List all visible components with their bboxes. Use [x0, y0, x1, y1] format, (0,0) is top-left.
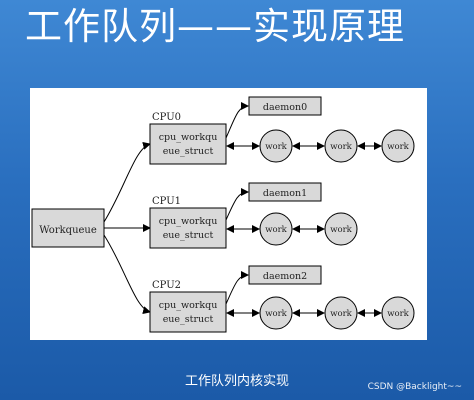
cpu1-label: CPU1: [152, 196, 181, 207]
cpu2-work-label: work: [265, 309, 287, 319]
diagram-panel: Workqueue CPU0 cpu_workqu eue_struct dae…: [30, 88, 427, 340]
cpu1-struct-box: [149, 207, 227, 249]
figure-caption: 工作队列内核实现: [184, 374, 289, 389]
csdn-watermark: CSDN @Backlight~~: [367, 382, 462, 392]
daemon1-label: daemon1: [263, 188, 307, 199]
cpu2-struct-box: [149, 291, 227, 333]
edge-workqueue-cpu0: [103, 141, 151, 223]
edge-cpu2-daemon: [225, 271, 249, 305]
edge-cpu1-daemon: [225, 188, 249, 221]
edge-cpu0-daemon: [225, 102, 249, 139]
cpu2-work-node: [381, 296, 415, 330]
slide-title: 工作队列——实现原理: [25, 5, 405, 48]
cpu2-struct-line1: cpu_workqu: [159, 300, 218, 311]
cpu2-group: CPU2 cpu_workqu eue_struct daemon2 work …: [149, 265, 415, 333]
cpu1-group: CPU1 cpu_workqu eue_struct daemon1 work …: [149, 182, 358, 249]
cpu0-struct-line2: eue_struct: [163, 146, 214, 157]
workqueue-diagram: Workqueue CPU0 cpu_workqu eue_struct dae…: [31, 96, 415, 333]
cpu2-work-label: work: [387, 309, 409, 319]
daemon2-label: daemon2: [263, 271, 307, 282]
cpu1-struct-line1: cpu_workqu: [159, 216, 218, 227]
cpu0-struct-box: [149, 123, 227, 165]
cpu0-label: CPU0: [152, 112, 181, 123]
cpu1-work-node: [324, 212, 358, 246]
cpu0-work-node: [381, 129, 415, 163]
cpu2-label: CPU2: [152, 280, 181, 291]
workqueue-node: Workqueue: [31, 208, 105, 248]
cpu1-struct-line2: eue_struct: [163, 230, 214, 241]
daemon2-box: [248, 265, 322, 285]
daemon0-box: [248, 96, 322, 116]
edge-workqueue-cpu2: [103, 234, 151, 315]
cpu0-work-label: work: [330, 142, 352, 152]
daemon0-label: daemon0: [263, 102, 307, 113]
cpu2-struct-line2: eue_struct: [163, 314, 214, 325]
cpu0-work-label: work: [387, 142, 409, 152]
workqueue-label: Workqueue: [39, 225, 97, 236]
cpu0-struct-line1: cpu_workqu: [159, 132, 218, 143]
cpu0-group: CPU0 cpu_workqu eue_struct daemon0 work …: [149, 96, 415, 165]
daemon1-box: [248, 182, 322, 202]
cpu2-work-label: work: [330, 309, 352, 319]
cpu0-work-label: work: [265, 142, 287, 152]
cpu1-work-label: work: [265, 225, 287, 235]
cpu1-work-label: work: [330, 225, 352, 235]
